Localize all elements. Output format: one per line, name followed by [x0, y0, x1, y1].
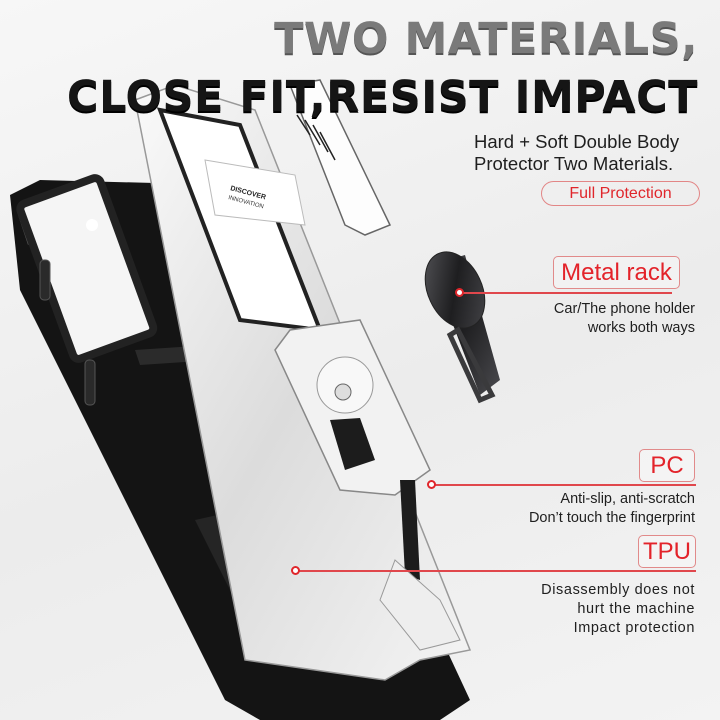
- tpu-description: Disassembly does not hurt the machine Im…: [541, 581, 695, 638]
- headline-line-1: TWO MATERIALS,: [274, 14, 698, 64]
- headline-line-2: CLOSE FIT,RESIST IMPACT: [67, 72, 698, 122]
- intro-text: Hard + Soft Double Body Protector Two Ma…: [474, 131, 679, 175]
- pc-desc-line-1: Anti-slip, anti-scratch: [560, 491, 695, 507]
- camera-slider-piece: [288, 79, 392, 236]
- tpu-callout-dot: [291, 566, 300, 575]
- tpu-desc-line-2: hurt the machine: [577, 601, 695, 617]
- metal-rack-callout-line: [460, 292, 672, 294]
- metal-rack-callout-dot: [455, 288, 464, 297]
- tpu-desc-line-1: Disassembly does not: [541, 582, 695, 598]
- pc-silver-frame: DISCOVER INNOVATION: [134, 84, 472, 681]
- intro-line-1: Hard + Soft Double Body: [474, 131, 680, 152]
- tpu-callout-line: [296, 570, 696, 572]
- pc-desc-line-2: Don’t touch the fingerprint: [528, 510, 695, 526]
- pc-description: Anti-slip, anti-scratch Don’t touch the …: [529, 490, 695, 528]
- intro-line-2: Protector Two Materials.: [474, 153, 674, 174]
- metal-rack-description: Car/The phone holder works both ways: [554, 300, 695, 338]
- pc-callout-line: [432, 484, 696, 486]
- tpu-tag: TPU: [638, 535, 696, 568]
- tpu-desc-line-3: Impact protection: [573, 620, 695, 636]
- full-protection-badge: Full Protection: [541, 181, 700, 206]
- pc-callout-dot: [427, 480, 436, 489]
- metal-rack-desc-line-2: works both ways: [587, 320, 695, 336]
- metal-ring-holder: [424, 251, 500, 404]
- pc-tag: PC: [639, 449, 695, 482]
- metal-rack-tag: Metal rack: [553, 256, 680, 289]
- metal-rack-desc-line-1: Car/The phone holder: [553, 301, 695, 317]
